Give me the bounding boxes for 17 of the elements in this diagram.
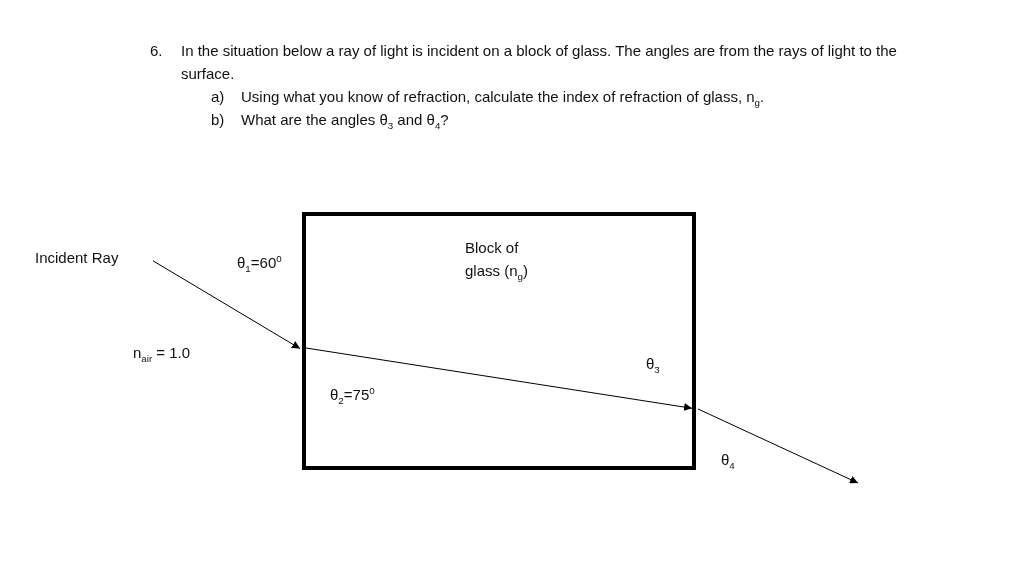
glass-block (302, 212, 696, 470)
item-marker: b) (211, 110, 225, 130)
item-marker: a) (211, 87, 225, 107)
question-text: What are the angles θ$_{3}$ and θ$_{4}$? (241, 110, 449, 131)
light-ray-arrow (305, 347, 693, 411)
question-text: In the situation below a ray of light is incident on a block of glass. The angles are from the rays of light to the surface. (181, 41, 898, 84)
angle-label: θ$_{4}$ (721, 450, 735, 471)
question-text: Using what you know of refraction, calculate the index of refraction of glass, n$_{g}$. (241, 87, 765, 108)
ray-label: Incident Ray (35, 246, 145, 269)
angle-label: θ$_{1}$=60$^{0}$ (237, 252, 282, 274)
question-number: 6. (150, 41, 163, 61)
angle-label: θ$_{2}$=75$^{0}$ (330, 384, 375, 406)
angle-label: θ$_{3}$ (646, 354, 660, 375)
index-label: n$_{air}$ = 1.0 (133, 343, 191, 364)
light-ray-arrow (697, 408, 859, 484)
light-ray-arrow (152, 260, 301, 350)
block-label: Block of glass (n$_{g}$) (465, 238, 529, 282)
